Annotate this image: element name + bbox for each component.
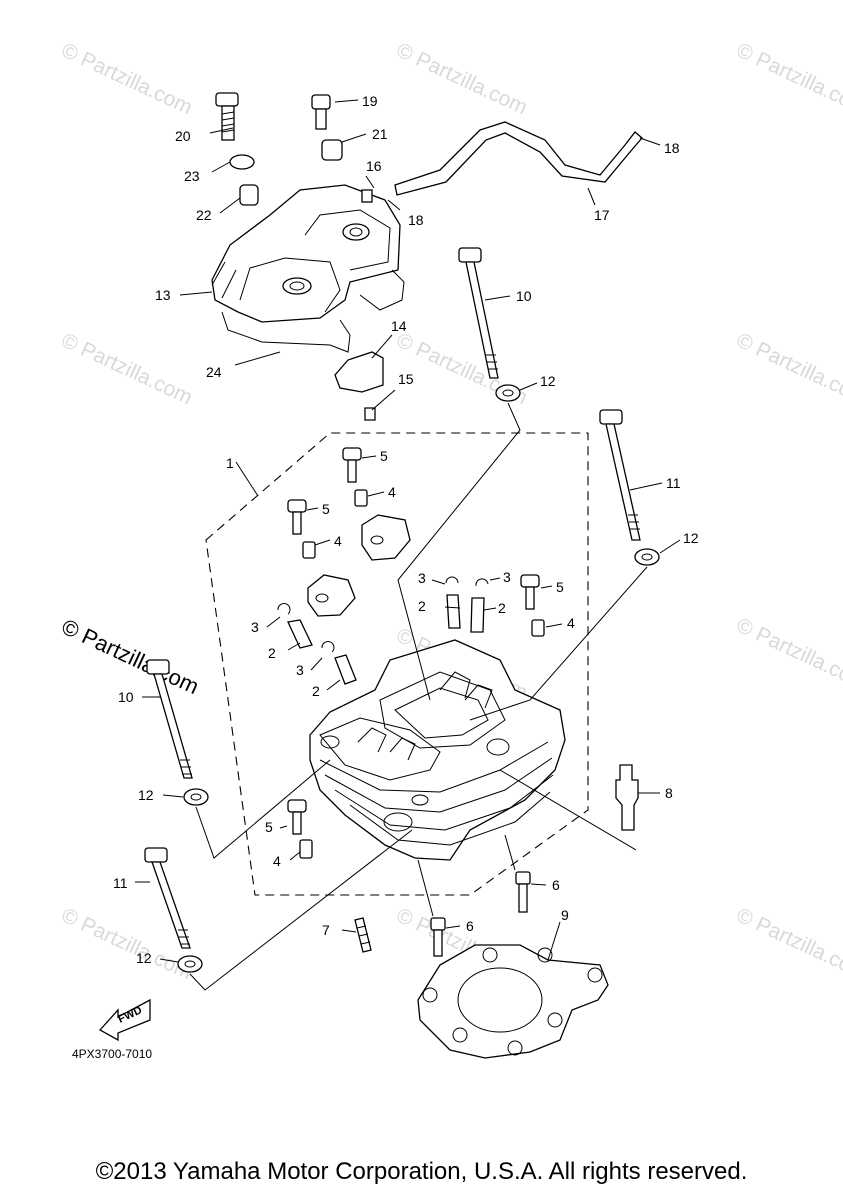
callout-2: 2	[498, 600, 506, 616]
callout-1: 1	[226, 455, 234, 471]
breather-hose	[394, 121, 643, 196]
callout-6: 6	[552, 877, 560, 893]
callout-4: 4	[388, 484, 396, 500]
callout-5: 5	[265, 819, 273, 835]
callout-3: 3	[503, 569, 511, 585]
callout-7: 7	[322, 922, 330, 938]
diagram-code: 4PX3700-7010	[72, 1047, 152, 1061]
callout-11: 11	[113, 875, 128, 891]
callout-10: 10	[118, 689, 134, 705]
watermark-1: © Partzilla.com	[58, 39, 196, 120]
fwd-arrow-icon: FWD	[98, 998, 151, 1042]
watermark-11: © Partzilla.com	[733, 904, 843, 985]
bolt-15	[364, 407, 376, 421]
leader-lines	[135, 99, 681, 991]
cylinder-head	[309, 639, 566, 861]
callout-20: 20	[175, 128, 191, 144]
callout-19: 19	[362, 93, 378, 109]
callout-18: 18	[408, 212, 424, 228]
callout-9: 9	[561, 907, 569, 923]
watermark-8: © Partzilla.com	[733, 614, 843, 695]
watermark-main: © Partzilla.com	[58, 614, 203, 699]
cylinder-head-assembly-boundary	[205, 432, 589, 896]
rocker-parts	[287, 447, 545, 859]
callout-17: 17	[594, 207, 610, 223]
head-cover-gasket	[221, 269, 405, 353]
callout-8: 8	[665, 785, 673, 801]
callout-2: 2	[418, 598, 426, 614]
callout-3: 3	[296, 662, 304, 678]
callout-12: 12	[540, 373, 556, 389]
callout-10: 10	[516, 288, 532, 304]
copyright-notice: ©2013 Yamaha Motor Corporation, U.S.A. A…	[95, 1158, 748, 1185]
callout-3: 3	[418, 570, 426, 586]
cylinder-head-cover	[211, 184, 401, 323]
watermark-4: © Partzilla.com	[58, 329, 196, 410]
watermark-6: © Partzilla.com	[733, 329, 843, 410]
callout-23: 23	[184, 168, 200, 184]
watermark-2: © Partzilla.com	[393, 39, 531, 120]
callout-4: 4	[567, 615, 575, 631]
callout-24: 24	[206, 364, 222, 380]
callout-13: 13	[155, 287, 171, 303]
callout-6: 6	[466, 918, 474, 934]
callout-16: 16	[366, 158, 382, 174]
valve-parts	[277, 576, 489, 685]
callout-18: 18	[664, 140, 680, 156]
callout-12: 12	[683, 530, 699, 546]
callouts: 1 2 2 2 2 3 3 3 3 4 4 4 4 5 5 5 5 6 6 7 …	[113, 93, 699, 966]
stud-bolts	[144, 247, 660, 973]
callout-5: 5	[380, 448, 388, 464]
callout-4: 4	[334, 533, 342, 549]
callout-2: 2	[268, 645, 276, 661]
callout-3: 3	[251, 619, 259, 635]
bracket	[334, 351, 384, 393]
callout-22: 22	[196, 207, 212, 223]
head-gasket	[417, 944, 609, 1059]
callout-11: 11	[666, 475, 681, 491]
callout-4: 4	[273, 853, 281, 869]
callout-2: 2	[312, 683, 320, 699]
gasket-bore	[457, 967, 543, 1033]
callout-12: 12	[138, 787, 154, 803]
callout-5: 5	[322, 501, 330, 517]
callout-14: 14	[391, 318, 407, 334]
callout-5: 5	[556, 579, 564, 595]
callout-12: 12	[136, 950, 152, 966]
studs-and-plug	[354, 764, 639, 957]
callout-15: 15	[398, 371, 414, 387]
watermark-3: © Partzilla.com	[733, 39, 843, 120]
callout-21: 21	[372, 126, 388, 142]
